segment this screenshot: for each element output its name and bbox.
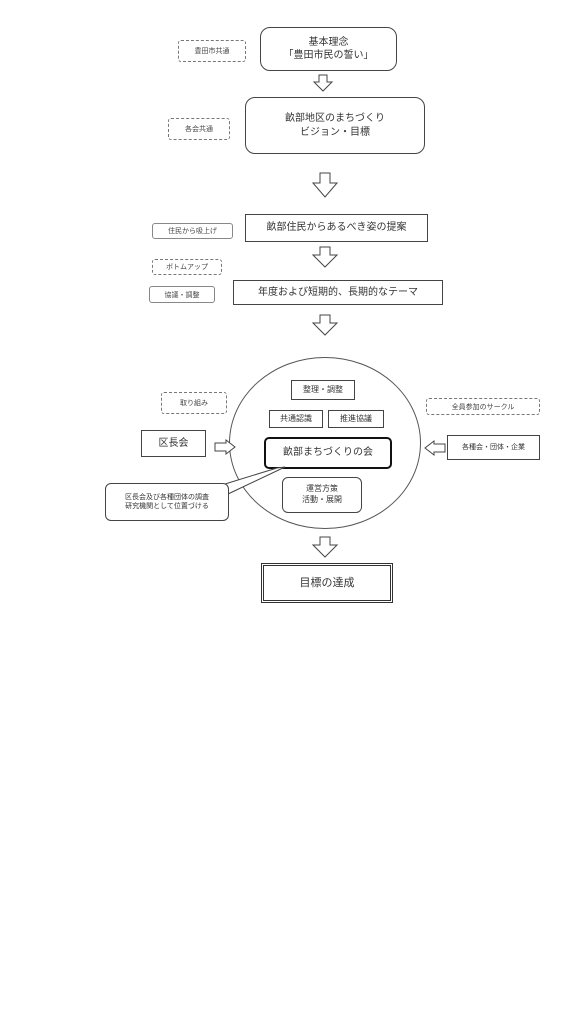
district-vision-box: 畝部地区のまちづくり ビジョン・目標 [245,97,425,154]
all-member-circle-tag: 全員参加のサークル [426,398,540,415]
right-arrow [214,438,236,456]
all-associations-common-tag: 各会共通 [168,118,230,140]
common-understanding-box: 共通認識 [269,410,323,428]
city-common-tag: 豊田市共通 [178,40,246,62]
annual-theme-box: 年度および短期的、長期的なテーマ [233,280,443,305]
positioning-note-box: 区長会及び各種団体の調査 研究機関として位置づける [105,483,229,521]
deliberation-tag: 協議・調整 [149,286,215,303]
basic-principle-box: 基本理念 「豊田市民の誓い」 [260,27,397,71]
resident-proposal-box: 畝部住民からあるべき姿の提案 [245,214,428,242]
organize-adjust-box: 整理・調整 [291,380,355,400]
down-arrow-3 [311,246,339,268]
left-arrow [424,439,446,457]
district-association-box: 区長会 [141,430,206,457]
down-arrow-4 [311,314,339,336]
down-arrow-5 [311,536,339,558]
operating-policy-box: 運営方策 活動・展開 [282,477,362,513]
machizukuri-council-box: 畝部まちづくりの会 [264,437,392,469]
down-arrow-2 [311,172,339,198]
bottom-up-tag: ボトムアップ [152,259,222,275]
initiatives-tag: 取り組み [161,392,227,414]
down-arrow-1 [312,74,334,92]
various-groups-box: 各種会・団体・企業 [447,435,540,460]
resident-input-tag: 住民から吸上げ [152,223,233,239]
promotion-consultation-box: 推進協議 [328,410,384,428]
callout-pointer [224,466,286,495]
goal-achievement-box: 目標の達成 [261,563,393,603]
